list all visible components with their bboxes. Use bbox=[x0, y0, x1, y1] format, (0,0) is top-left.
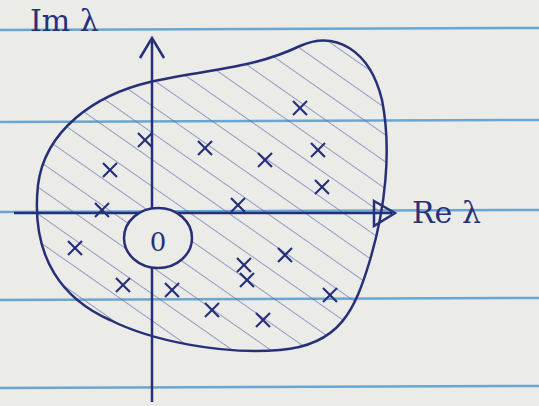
x-mark bbox=[323, 288, 337, 302]
x-mark bbox=[240, 273, 254, 287]
x-mark bbox=[311, 143, 325, 157]
x-mark bbox=[293, 101, 307, 115]
x-mark bbox=[256, 313, 270, 327]
x-mark bbox=[116, 278, 130, 292]
x-mark bbox=[237, 258, 251, 272]
x-mark bbox=[311, 143, 325, 157]
x-mark bbox=[256, 313, 270, 327]
x-mark bbox=[68, 241, 82, 255]
x-mark bbox=[278, 248, 292, 262]
x-mark bbox=[323, 288, 337, 302]
x-mark bbox=[165, 283, 179, 297]
x-mark bbox=[95, 203, 109, 217]
x-mark bbox=[231, 198, 245, 212]
x-mark bbox=[315, 180, 329, 194]
x-mark bbox=[68, 241, 82, 255]
axes bbox=[14, 38, 395, 402]
x-mark bbox=[95, 203, 109, 217]
x-mark bbox=[237, 258, 251, 272]
axis-label: Im λ bbox=[30, 6, 99, 36]
origin-circle: 0 bbox=[122, 206, 194, 270]
x-mark bbox=[103, 163, 117, 177]
x-mark bbox=[198, 141, 212, 155]
x-mark bbox=[240, 273, 254, 287]
x-mark bbox=[258, 153, 272, 167]
x-mark bbox=[116, 278, 130, 292]
x-mark bbox=[293, 101, 307, 115]
axis-label: Re λ bbox=[412, 198, 481, 228]
eigenvalue-marks bbox=[68, 101, 337, 327]
x-mark bbox=[205, 303, 219, 317]
x-mark bbox=[231, 198, 245, 212]
x-mark bbox=[103, 163, 117, 177]
x-mark bbox=[258, 153, 272, 167]
x-mark bbox=[138, 133, 152, 147]
region-outline bbox=[37, 41, 387, 351]
x-mark bbox=[165, 283, 179, 297]
x-mark bbox=[315, 180, 329, 194]
x-mark bbox=[198, 141, 212, 155]
origin-label: 0 bbox=[148, 229, 169, 255]
x-mark bbox=[278, 248, 292, 262]
x-mark bbox=[205, 303, 219, 317]
x-mark bbox=[138, 133, 152, 147]
